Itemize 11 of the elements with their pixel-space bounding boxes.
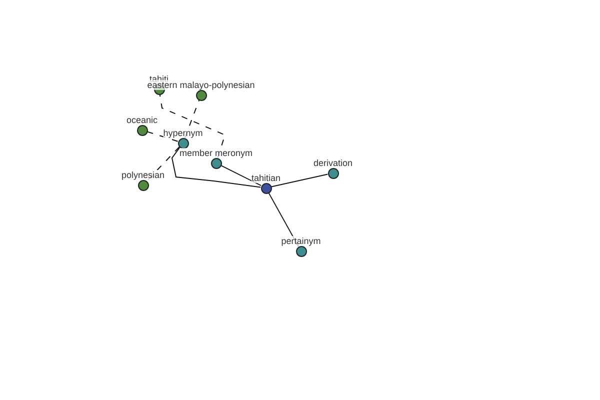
node-label: hypernym (163, 128, 203, 138)
node-label: derivation (313, 158, 353, 168)
link (171, 146, 262, 188)
node-label: oceanic (126, 115, 158, 125)
node-label: member meronym (180, 148, 252, 158)
link (220, 164, 262, 186)
node-label: tahitian (251, 173, 281, 183)
link (270, 174, 328, 188)
node-label: pertainym (281, 236, 321, 246)
dashed-link (146, 131, 178, 142)
node-label: polynesian (121, 170, 165, 180)
